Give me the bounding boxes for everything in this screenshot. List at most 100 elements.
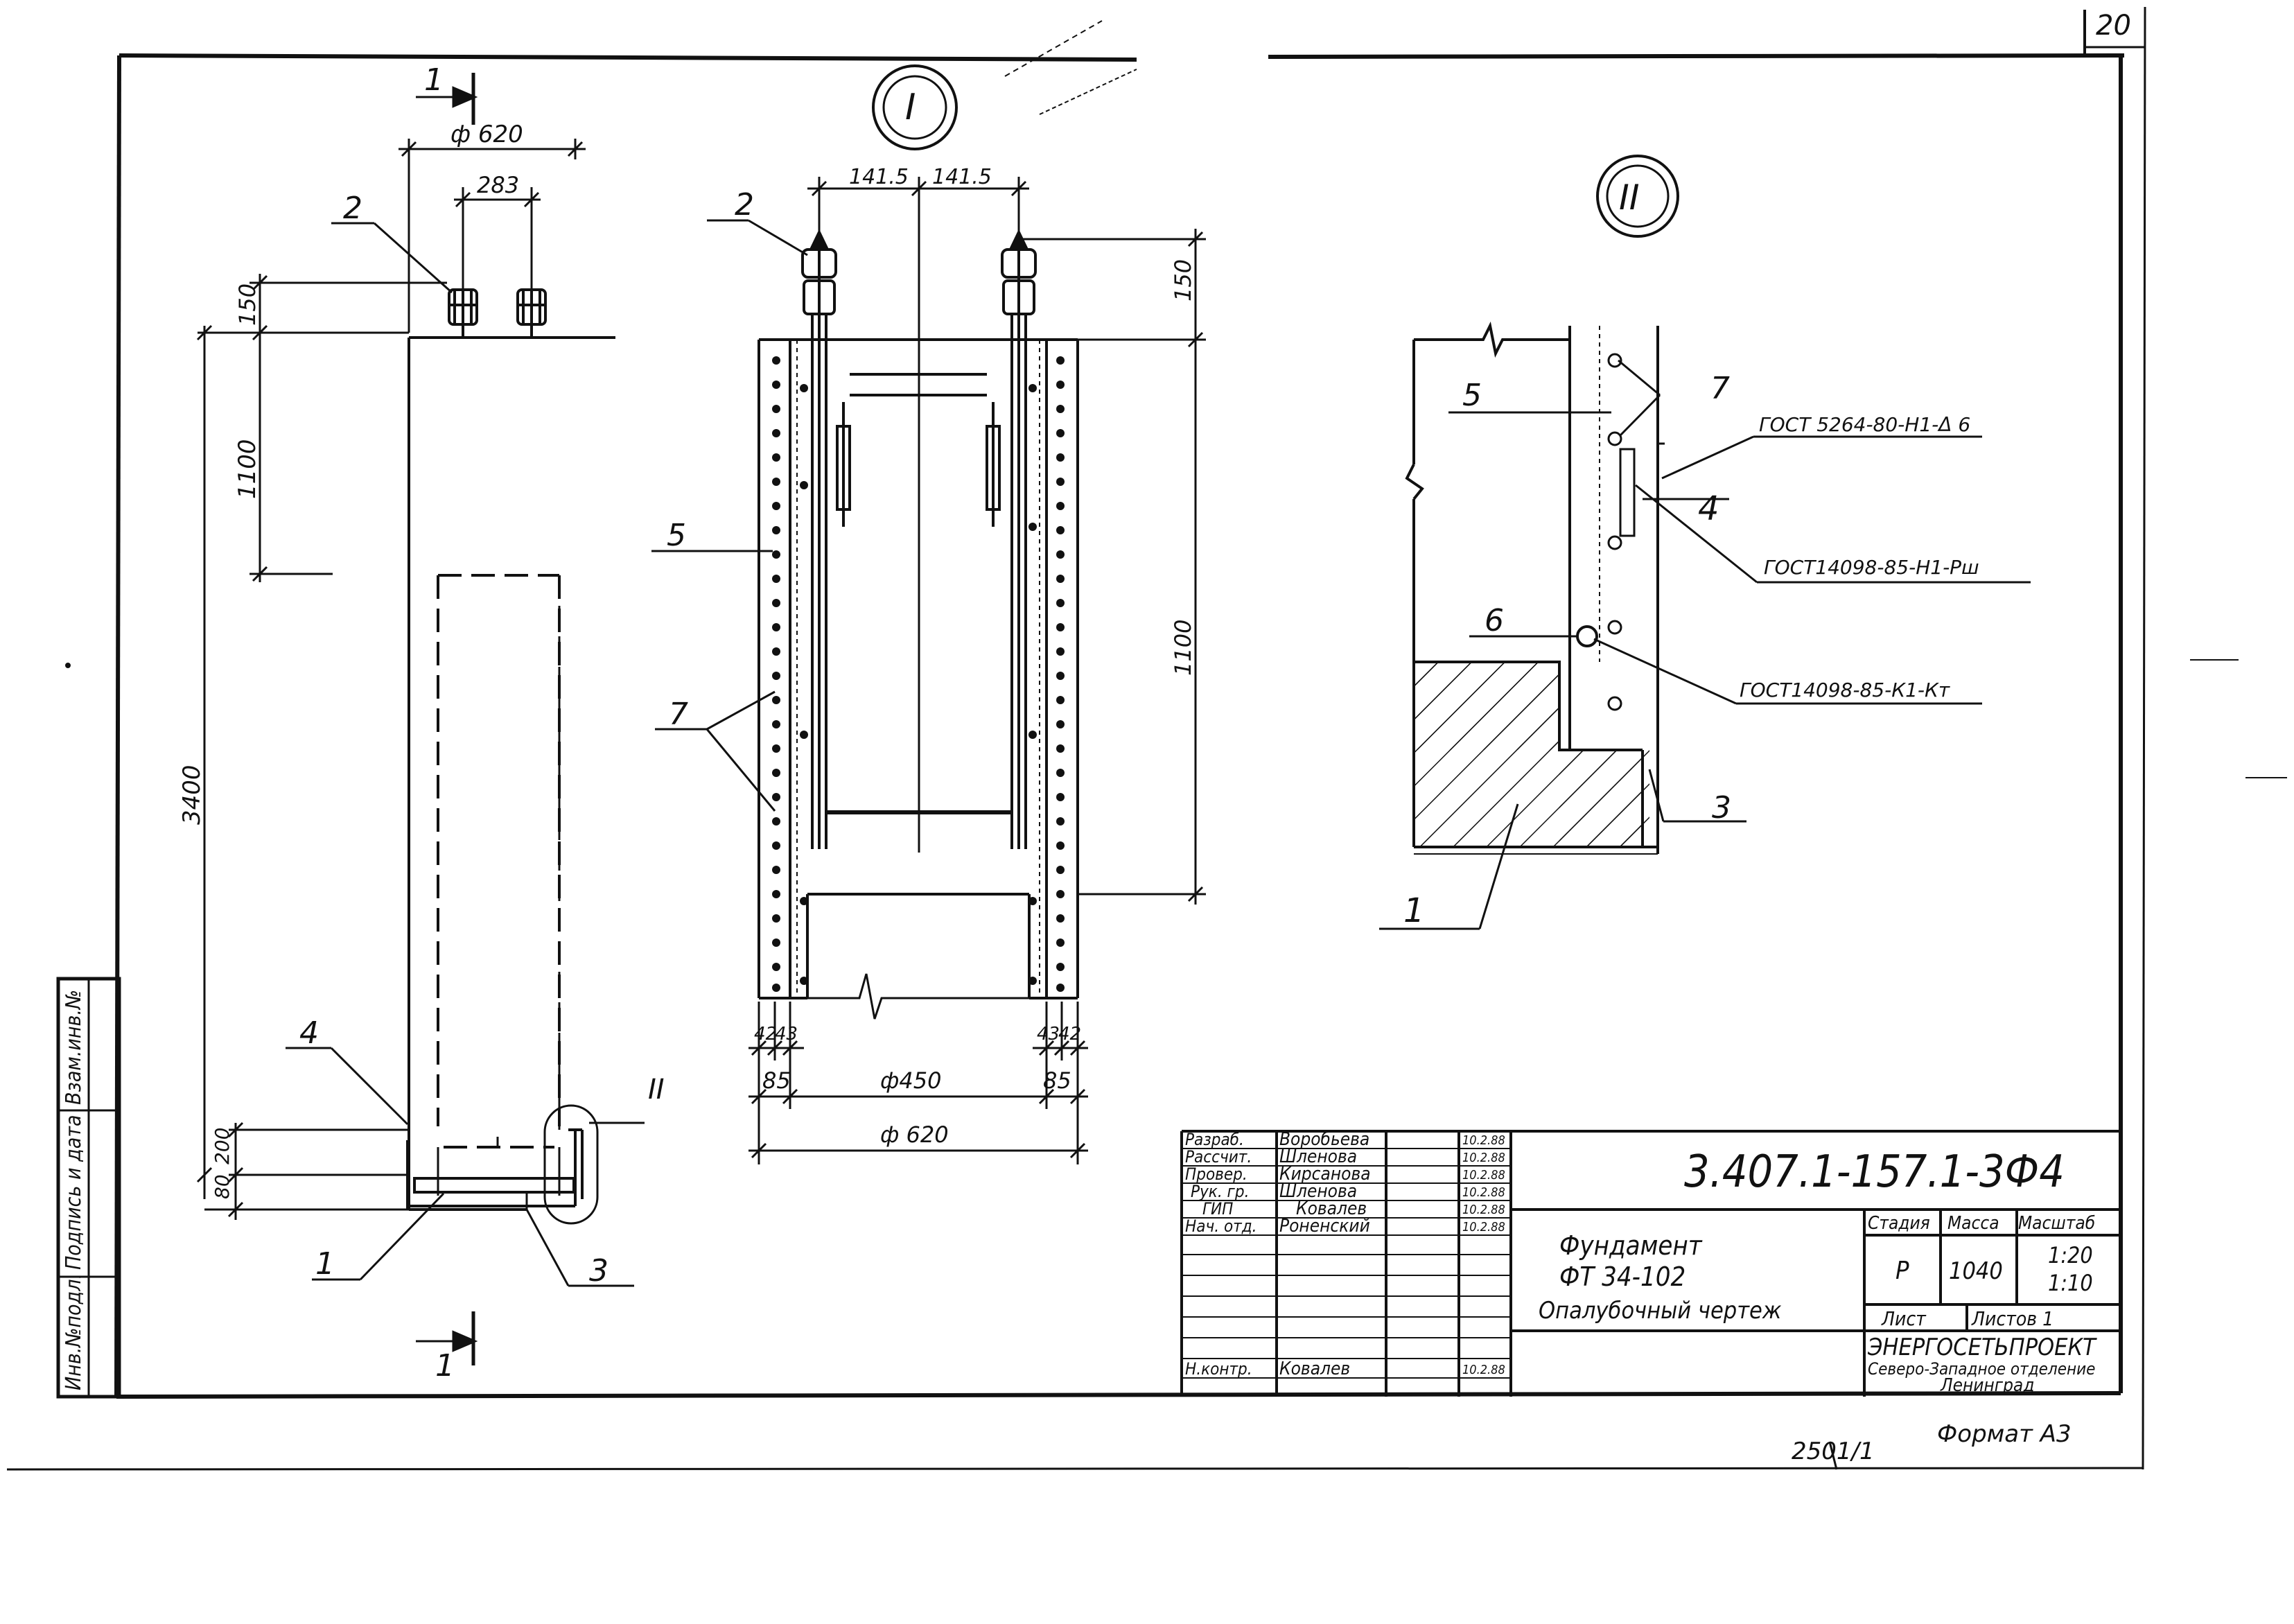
side-stamp-signature: Подпись и дата (62, 1115, 86, 1270)
signer-6-role: Нач. отд. (1185, 1216, 1257, 1236)
sheet-format: Формат А3 (1937, 1420, 2072, 1448)
dim-3400-main: 3400 (178, 765, 206, 825)
section-mark-bottom-label: 1 (435, 1348, 455, 1383)
signer-3-name: Кирсанова (1279, 1164, 1371, 1185)
dim-43-left: 43 (775, 1024, 798, 1045)
dim-phi620-main: ф 620 (450, 121, 523, 148)
dim-150-node: 150 (1170, 259, 1196, 302)
signer-7-date: 10.2.88 (1462, 1363, 1505, 1377)
dim-141-5-left: 141.5 (849, 165, 909, 189)
stage-label: Стадия (1868, 1213, 1930, 1234)
node-i-break (807, 973, 1029, 1020)
pos-5-node-ii: 5 (1462, 378, 1482, 413)
mass-label: Масса (1947, 1213, 1999, 1234)
section-mark-bottom (416, 1311, 478, 1365)
signer-4-date: 10.2.88 (1462, 1185, 1505, 1200)
node-ii-rebars (1576, 353, 1665, 711)
mass-value: 1040 (1949, 1257, 2003, 1285)
side-stamp-inv-repl: Взам.инв.№ (62, 990, 86, 1105)
scale-value-2: 1:10 (2048, 1270, 2093, 1296)
dim-85-left: 85 (762, 1067, 791, 1094)
signer-2-date: 10.2.88 (1462, 1151, 1505, 1165)
title-block-rows (1182, 1148, 1511, 1379)
signer-5-name: Ковалев (1296, 1198, 1367, 1219)
leaders-node-i (651, 219, 808, 812)
pos-7-node-ii: 7 (1710, 371, 1730, 406)
node-ii-marker (543, 1104, 599, 1225)
item-name-line2: ФТ 34-102 (1559, 1261, 1686, 1292)
pos-1-node-ii: 1 (1403, 891, 1425, 930)
dim-43-right: 43 (1037, 1024, 1060, 1045)
sheet-label: Лист (1881, 1307, 1927, 1330)
stage-value: Р (1895, 1257, 1909, 1285)
node-i-bolt-right (986, 229, 1037, 849)
node-i-title: I (905, 87, 916, 128)
item-name-line1: Фундамент (1559, 1230, 1703, 1261)
section-mark-top-label: 1 (424, 62, 444, 98)
pos-1-main: 1 (315, 1246, 335, 1282)
foundation-body (408, 336, 615, 1211)
side-stamp: Инв.№подл. Подпись и дата Взам.инв.№ (56, 977, 121, 1399)
signer-6-date: 10.2.88 (1462, 1220, 1505, 1234)
pos-2-node: 2 (735, 187, 754, 222)
dim-150-main: 150 (234, 283, 261, 326)
org-name: ЭНЕРГОСЕТЬПРОЕКТ (1867, 1334, 2097, 1361)
signer-2-role: Рассчит. (1185, 1147, 1252, 1167)
pos-3-node-ii: 3 (1712, 790, 1731, 826)
dim-chain-left (196, 274, 447, 1220)
dim-phi620-node: ф 620 (880, 1121, 949, 1148)
view-node-i: I (651, 64, 1206, 1164)
node-i-circle-inner (882, 75, 947, 140)
page-number-box: 20 (2083, 10, 2145, 54)
dim-diameter-top (399, 139, 586, 333)
node-i-dim-right (1020, 229, 1206, 905)
title-block: Разраб. Воробьева 10.2.88 Рассчит. Шлено… (1180, 1129, 2121, 1397)
dim-1100-node: 1100 (1170, 620, 1196, 676)
dim-85-right: 85 (1043, 1067, 1071, 1094)
node-ii-ref: II (648, 1074, 665, 1106)
document-code: 3.407.1-157.1-3Ф4 (1684, 1146, 2065, 1198)
hidden-cavity (437, 574, 561, 1149)
sheets-label: Листов 1 (1971, 1307, 2054, 1330)
section-mark-top (416, 73, 478, 125)
dim-phi450: ф450 (880, 1067, 941, 1094)
node-ii-title: II (1619, 177, 1640, 218)
scan-marks (65, 20, 2287, 778)
dim-42-left: 42 (754, 1024, 777, 1045)
anchor-bolt-left (448, 288, 478, 338)
view-main-elevation: 1 1 (178, 62, 665, 1383)
pos-6-node-ii: 6 (1485, 603, 1504, 638)
node-i-bolt-left (801, 229, 851, 849)
sheet-frame (6, 6, 2146, 1471)
signer-1-date: 10.2.88 (1462, 1133, 1505, 1148)
page-number: 20 (2096, 10, 2131, 42)
scale-value-1: 1:20 (2048, 1242, 2093, 1268)
signer-4-role: Рук. гр. (1191, 1182, 1249, 1201)
signer-1-role: Разраб. (1185, 1130, 1244, 1149)
item-name-line3: Опалубочный чертеж (1539, 1297, 1782, 1325)
leaders-node-ii (1379, 359, 2031, 930)
node-i-dim-top (807, 177, 1029, 236)
dim-1100-main: 1100 (234, 439, 261, 499)
title-block-grid (1180, 1130, 2121, 1397)
note-gost-14098-rsh: ГОСТ14098-85-Н1-Рш (1764, 556, 1979, 579)
view-node-ii: II (1379, 155, 2031, 930)
dim-42-right: 42 (1058, 1024, 1081, 1045)
node-ii-circle-inner (1606, 164, 1670, 228)
node-i-circle-outer (872, 64, 958, 150)
pos-4-main: 4 (299, 1015, 319, 1051)
anchor-bolt-right (516, 288, 547, 338)
dim-200-main: 200 (211, 1128, 234, 1164)
scale-label: Масштаб (2018, 1213, 2095, 1234)
pos-5-node: 5 (667, 518, 686, 553)
node-i-dim-bottom (748, 1002, 1088, 1164)
node-i-rebar-right (1028, 356, 1065, 992)
signer-3-date: 10.2.88 (1462, 1168, 1505, 1182)
signer-7-role: Н.контр. (1185, 1359, 1252, 1379)
dim-bolt-spacing (454, 187, 541, 290)
signer-5-date: 10.2.88 (1462, 1203, 1505, 1217)
dim-283: 283 (477, 172, 519, 198)
pos-4-node-ii: 4 (1698, 489, 1719, 528)
side-stamp-inv-orig: Инв.№подл. (62, 1273, 86, 1390)
